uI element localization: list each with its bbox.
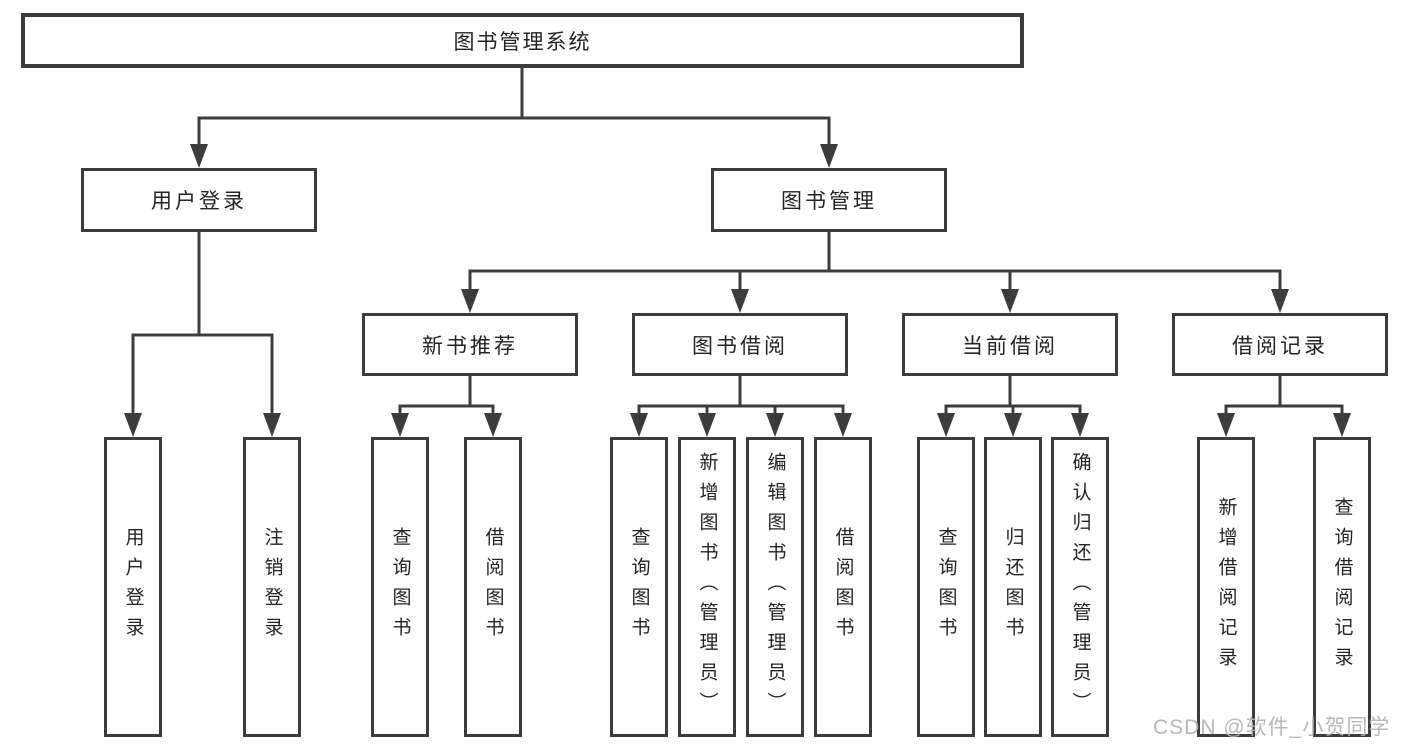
arrow-down-icon xyxy=(1001,289,1019,313)
leaf-label: 确认归还（管理员） xyxy=(1069,452,1091,722)
leaf-label: 用户登录 xyxy=(122,527,144,647)
arrow-down-icon xyxy=(484,413,502,437)
arrowheads xyxy=(124,144,1351,437)
leaf-label: 借阅图书 xyxy=(832,527,854,647)
leaf-query-books-borrowing: 查询图书 xyxy=(610,437,668,737)
arrow-down-icon xyxy=(1004,413,1022,437)
leaf-query-books-recommend: 查询图书 xyxy=(371,437,429,737)
leaf-edit-book-admin: 编辑图书（管理员） xyxy=(746,437,804,737)
node-new-book-recommend: 新书推荐 xyxy=(362,313,578,376)
leaf-label: 查询借阅记录 xyxy=(1331,497,1353,677)
leaf-confirm-return-admin: 确认归还（管理员） xyxy=(1051,437,1109,737)
leaf-label: 编辑图书（管理员） xyxy=(764,452,786,722)
leaf-user-login: 用户登录 xyxy=(104,437,162,737)
leaf-add-book-admin: 新增图书（管理员） xyxy=(678,437,736,737)
arrow-down-icon xyxy=(1271,289,1289,313)
leaf-borrow-books-borrowing: 借阅图书 xyxy=(814,437,872,737)
arrow-down-icon xyxy=(834,413,852,437)
leaf-label: 查询图书 xyxy=(935,527,957,647)
node-user-login: 用户登录 xyxy=(81,168,317,232)
arrow-down-icon xyxy=(391,413,409,437)
connector-root-to-level2 xyxy=(197,64,831,152)
arrow-down-icon xyxy=(461,289,479,313)
leaf-label: 查询图书 xyxy=(389,527,411,647)
arrow-down-icon xyxy=(766,413,784,437)
arrow-down-icon xyxy=(698,413,716,437)
leaf-label: 查询图书 xyxy=(628,527,650,647)
arrow-down-icon xyxy=(263,413,281,437)
leaf-add-borrow-record: 新增借阅记录 xyxy=(1197,437,1255,737)
arrow-down-icon xyxy=(820,144,838,168)
node-current-borrowing: 当前借阅 xyxy=(902,313,1118,376)
leaf-label: 新增借阅记录 xyxy=(1215,497,1237,677)
node-borrowing-records: 借阅记录 xyxy=(1172,313,1388,376)
connector-book-borrowing-to-leaves xyxy=(637,372,845,422)
leaf-borrow-books-recommend: 借阅图书 xyxy=(464,437,522,737)
leaf-label: 注销登录 xyxy=(261,527,283,647)
arrow-down-icon xyxy=(124,413,142,437)
arrow-down-icon xyxy=(1217,413,1235,437)
leaf-logout: 注销登录 xyxy=(243,437,301,737)
node-book-borrowing: 图书借阅 xyxy=(632,313,848,376)
csdn-watermark: CSDN @软件_小贺同学 xyxy=(1153,716,1391,739)
leaf-return-books: 归还图书 xyxy=(984,437,1042,737)
leaf-label: 归还图书 xyxy=(1002,527,1024,647)
arrow-down-icon xyxy=(630,413,648,437)
connector-user-login-to-leaves xyxy=(131,228,274,422)
connector-new-book-recommend-to-leaves xyxy=(398,372,495,422)
node-root-library-management-system: 图书管理系统 xyxy=(21,13,1024,68)
leaf-query-borrow-record: 查询借阅记录 xyxy=(1313,437,1371,737)
node-book-management: 图书管理 xyxy=(711,168,947,232)
arrow-down-icon xyxy=(1333,413,1351,437)
connector-book-management-to-level3 xyxy=(468,228,1282,298)
arrow-down-icon xyxy=(1071,413,1089,437)
leaf-label: 新增图书（管理员） xyxy=(696,452,718,722)
connector-paths xyxy=(131,64,1344,422)
arrow-down-icon xyxy=(190,144,208,168)
arrow-down-icon xyxy=(731,289,749,313)
arrow-down-icon xyxy=(937,413,955,437)
leaf-label: 借阅图书 xyxy=(482,527,504,647)
leaf-query-books-current: 查询图书 xyxy=(917,437,975,737)
connector-borrowing-records-to-leaves xyxy=(1224,372,1344,422)
